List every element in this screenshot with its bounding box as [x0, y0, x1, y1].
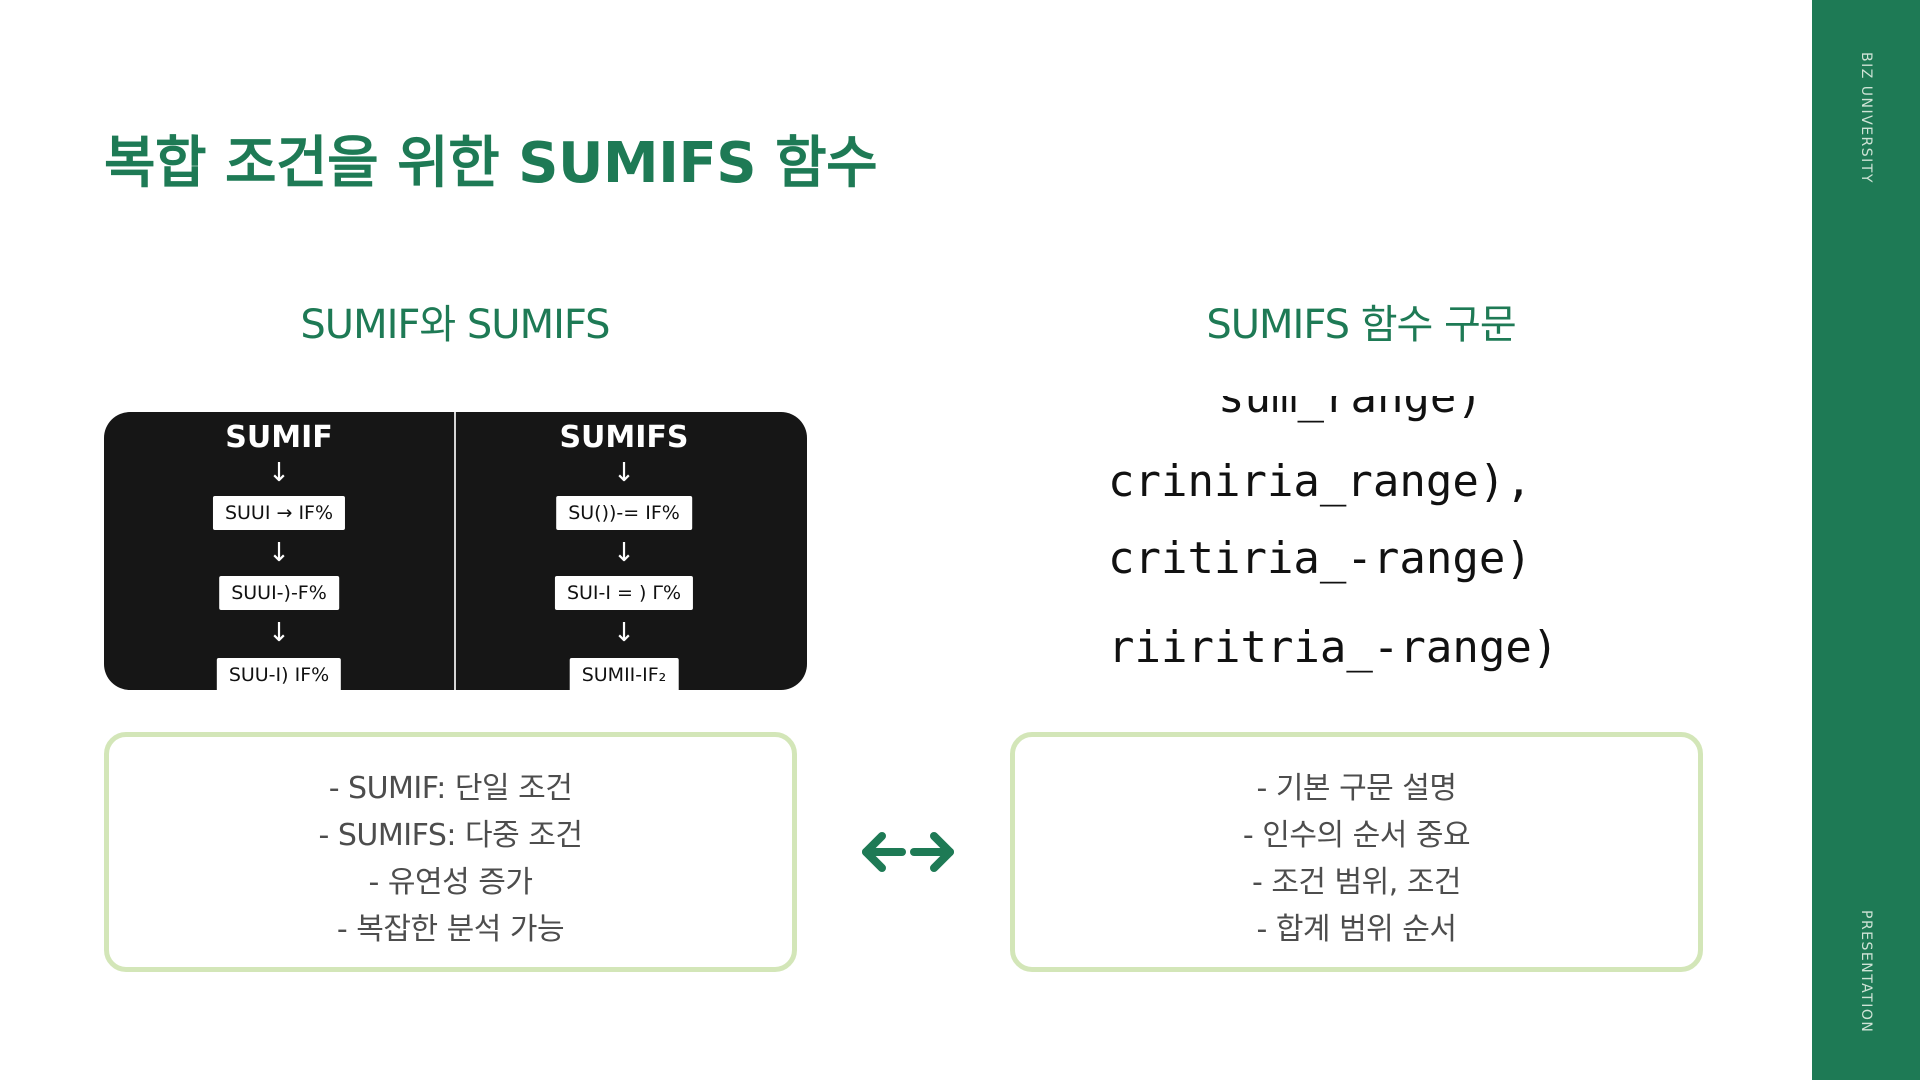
notes-list: - 기본 구문 설명 - 인수의 순서 중요 - 조건 범위, 조건 - 합계 … — [1015, 765, 1698, 953]
diagram-column-sumif: SUMIF ↓ SUUI → IF% ↓ SUUI-)-F% ↓ SUU-I) … — [114, 412, 444, 690]
down-arrow-icon: ↓ — [268, 538, 290, 568]
sumif-sumifs-diagram: SUMIF ↓ SUUI → IF% ↓ SUUI-)-F% ↓ SUU-I) … — [104, 412, 807, 690]
left-section-heading: SUMIF와 SUMIFS — [300, 302, 610, 348]
syntax-line: criniria_range), — [1108, 456, 1532, 507]
sidebar-brand-label: BIZ UNIVERSITY — [1858, 52, 1874, 184]
diagram-step: SUUI-)-F% — [219, 576, 339, 610]
note-item: - 기본 구문 설명 — [1256, 771, 1457, 806]
down-arrow-icon: ↓ — [268, 618, 290, 648]
diagram-step: SUU-I) IF% — [216, 658, 342, 690]
sumif-notes-card: - SUMIF: 단일 조건 - SUMIFS: 다중 조건 - 유연성 증가 … — [104, 732, 797, 972]
down-arrow-icon: ↓ — [613, 538, 635, 568]
diagram-column-title: SUMIFS — [559, 420, 689, 455]
right-section-heading: SUMIFS 함수 구문 — [1206, 302, 1516, 348]
diagram-column-title: SUMIF — [225, 420, 333, 455]
diagram-divider — [454, 412, 456, 690]
down-arrow-icon: ↓ — [268, 458, 290, 488]
syntax-line: riiritria_-range) — [1108, 622, 1559, 673]
double-arrow-icon — [862, 832, 954, 872]
syntax-line: sum_range) — [1218, 396, 1483, 423]
down-arrow-icon: ↓ — [613, 458, 635, 488]
syntax-clipped-line-wrapper: sum_range) — [1108, 396, 1528, 424]
note-item: - 인수의 순서 중요 — [1242, 818, 1471, 853]
diagram-step: SUUI → IF% — [212, 496, 346, 530]
note-item: - SUMIFS: 다중 조건 — [318, 818, 583, 853]
diagram-step: SU())-= IF% — [556, 496, 692, 530]
syntax-line: critiria_-range) — [1108, 533, 1532, 584]
notes-list: - SUMIF: 단일 조건 - SUMIFS: 다중 조건 - 유연성 증가 … — [109, 765, 792, 953]
diagram-step: SUI-I = ) Γ% — [554, 576, 694, 610]
sidebar-band — [1812, 0, 1920, 1080]
note-item: - 유연성 증가 — [368, 865, 533, 900]
note-item: - 합계 범위 순서 — [1256, 912, 1457, 947]
note-item: - 복잡한 분석 가능 — [336, 912, 565, 947]
sidebar-presentation-label: PRESENTATION — [1858, 910, 1874, 1034]
down-arrow-icon: ↓ — [613, 618, 635, 648]
page-title: 복합 조건을 위한 SUMIFS 함수 — [104, 131, 878, 196]
note-item: - SUMIF: 단일 조건 — [328, 771, 573, 806]
diagram-step: SUMII-IF₂ — [569, 658, 679, 690]
note-item: - 조건 범위, 조건 — [1251, 865, 1462, 900]
diagram-column-sumifs: SUMIFS ↓ SU())-= IF% ↓ SUI-I = ) Γ% ↓ SU… — [459, 412, 789, 690]
syntax-notes-card: - 기본 구문 설명 - 인수의 순서 중요 - 조건 범위, 조건 - 합계 … — [1010, 732, 1703, 972]
